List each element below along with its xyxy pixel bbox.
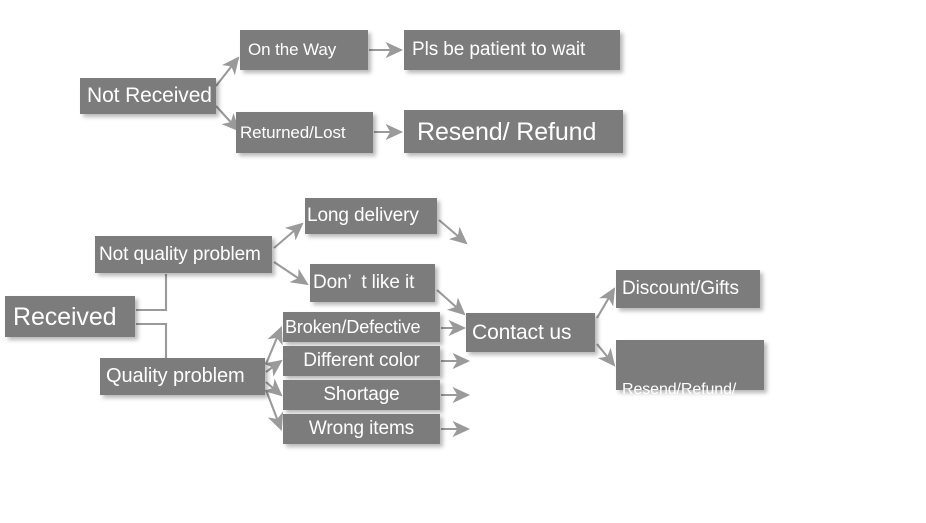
node-quality-problem[interactable]: Quality problem (100, 358, 265, 395)
node-pls-be-patient-to-wait[interactable]: Pls be patient to wait (404, 30, 620, 70)
node-not-received[interactable]: Not Received (80, 78, 216, 114)
node-on-the-way[interactable]: On the Way (240, 30, 368, 70)
node-resend-refund[interactable]: Resend/ Refund (404, 110, 623, 153)
arrow-not-quality-to-dont-like-it (273, 261, 309, 286)
node-dont-like-it[interactable]: Don’ t like it (310, 264, 435, 302)
node-discount-gifts[interactable]: Discount/Gifts (616, 270, 760, 308)
node-shortage[interactable]: Shortage (283, 380, 440, 410)
arrow-dont-like-it-to-contact-us (436, 289, 466, 316)
arrow-quality-to-broken-defective (265, 326, 283, 365)
arrow-contact-us-to-resend-refund-discount (596, 343, 616, 367)
node-returned-lost[interactable]: Returned/Lost (236, 112, 373, 153)
arrow-quality-to-wrong-items (265, 389, 284, 431)
arrow-not-received-to-on-the-way (215, 56, 240, 87)
node-not-quality-problem[interactable]: Not quality problem (95, 236, 272, 273)
arrow-contact-us-to-discount-gifts (596, 287, 616, 319)
line-received-to-quality (136, 322, 168, 358)
node-resend-refund-discount-line2: Discount (622, 434, 684, 452)
node-broken-defective[interactable]: Broken/Defective (283, 312, 440, 342)
node-contact-us[interactable]: Contact us (466, 313, 595, 352)
arrow-long-delivery-to-contact-us (438, 219, 468, 245)
node-different-color[interactable]: Different color (283, 346, 440, 376)
node-received[interactable]: Received (5, 296, 135, 337)
line-received-to-not-quality (136, 274, 168, 312)
node-resend-refund-discount-line1: Resend/Refund/ (622, 380, 737, 398)
arrow-not-quality-to-long-delivery (273, 222, 304, 249)
arrow-quality-to-shortage (263, 378, 283, 397)
arrow-quality-to-different-color (263, 359, 283, 377)
node-long-delivery[interactable]: Long delivery (305, 198, 437, 234)
arrow-not-received-to-returned-lost (215, 105, 240, 132)
node-resend-refund-discount[interactable]: Resend/Refund/ Discount (616, 340, 764, 452)
node-wrong-items[interactable]: Wrong items (283, 414, 440, 444)
